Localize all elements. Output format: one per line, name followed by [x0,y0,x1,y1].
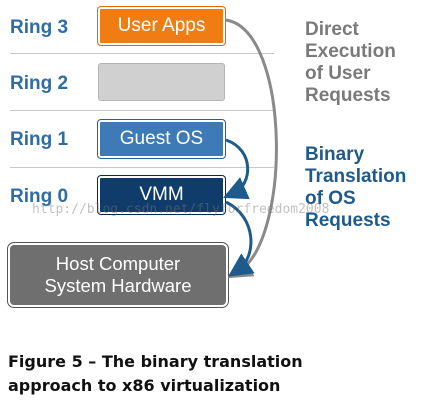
ring-0-label: Ring 0 [10,186,69,207]
host-hardware-line-2: System Hardware [44,275,192,296]
direct-text-line: Direct [305,19,359,40]
user-apps-box: User Apps [98,7,225,45]
host-hardware-line-1: Host Computer [55,253,181,274]
watermark-text: http://blog.csdn.net/flyforfreedom2008 [32,202,330,217]
ring-3-label: Ring 3 [10,17,69,38]
direct-execution-arrow [225,18,278,279]
binary-text-line: Translation [305,166,407,187]
ring-1-label: Ring 1 [10,129,69,150]
binary-text-line: Binary [305,144,365,165]
vmm-box: VMM [98,176,225,214]
direct-execution-text: Direct Execution of User Requests [305,19,423,107]
vmm-label: VMM [139,184,184,205]
vmm-to-host-arrow [225,200,255,277]
ring-divider [10,110,274,111]
binary-translation-text: Binary Translation of OS Requests [305,144,423,232]
binary-text-line: of OS [305,188,356,209]
caption-line-2: approach to x86 virtualization [8,376,281,395]
ring-2-box [98,63,225,101]
direct-text-line: of User [305,63,371,84]
binary-text-line: Requests [305,210,391,231]
ring-divider [10,167,274,168]
user-apps-label: User Apps [117,15,206,36]
direct-text-line: Requests [305,85,391,106]
guest-to-vmm-arrow [223,138,250,200]
guest-os-box: Guest OS [98,120,225,158]
guest-os-label: Guest OS [119,128,204,149]
direct-text-line: Execution [305,41,396,62]
figure-caption: Figure 5 – The binary translation approa… [8,350,303,398]
ring-2-label: Ring 2 [10,73,69,94]
host-hardware-box: Host Computer System Hardware [8,243,228,307]
caption-line-1: Figure 5 – The binary translation [8,352,303,371]
ring-divider [10,53,274,54]
